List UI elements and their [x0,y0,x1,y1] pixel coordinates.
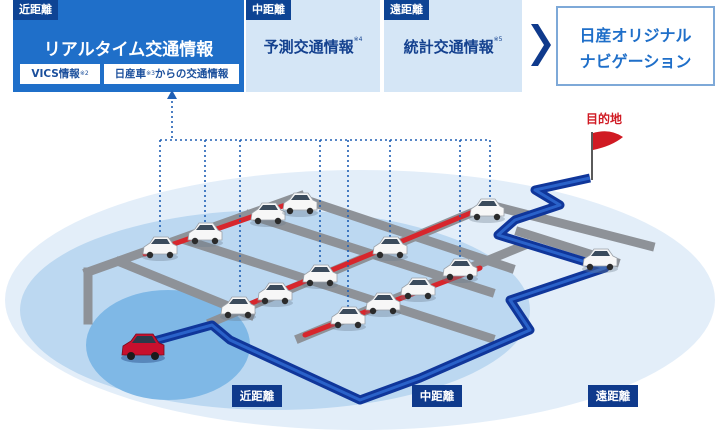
mid-title-text: 予測交通情報 [263,38,354,56]
vics-chip-note: ※2 [79,70,89,77]
info-connectors [159,96,491,312]
zone-label-mid: 中距離 [412,385,462,407]
near-tag: 近距離 [13,0,58,20]
zone-label-near: 近距離 [232,385,282,407]
arrow-right-icon [531,24,551,66]
far-title-text: 統計交通情報 [403,38,494,56]
nav-line1: 日産オリジナル [579,26,692,45]
header-arrow-layer [531,24,551,66]
far-note: ※5 [493,36,503,43]
mid-note: ※4 [353,36,363,43]
zone-label-far: 遠距離 [588,385,638,407]
mid-title: 予測交通情報※4 [246,36,380,57]
vics-chip-text: VICS情報 [31,68,80,80]
nav-line2: ナビゲーション [579,52,692,71]
vics-chip: VICS情報※2 [20,64,100,84]
nissan-chip-pre: 日産車 [114,68,147,80]
near-zone [86,290,250,400]
nav-route-highlight [139,176,607,402]
destination-flag-icon [591,131,623,180]
far-title: 統計交通情報※5 [384,36,522,57]
nissan-navigation-box: 日産オリジナル ナビゲーション [556,6,715,86]
destination-label: 目的地 [586,112,623,126]
mid-zone [20,210,530,410]
nissan-car-chip: 日産車※3からの交通情報 [104,64,239,84]
nissan-chip-post: からの交通情報 [154,68,229,80]
near-title: リアルタイム交通情報 [43,40,214,60]
far-tag: 遠距離 [384,0,429,20]
far-panel: 遠距離 統計交通情報※5 [384,0,522,92]
mid-panel: 中距離 予測交通情報※4 [246,0,380,92]
nissan-chip-note: ※3 [146,70,155,77]
arrow-up-icon [167,90,177,99]
mid-tag: 中距離 [246,0,291,20]
